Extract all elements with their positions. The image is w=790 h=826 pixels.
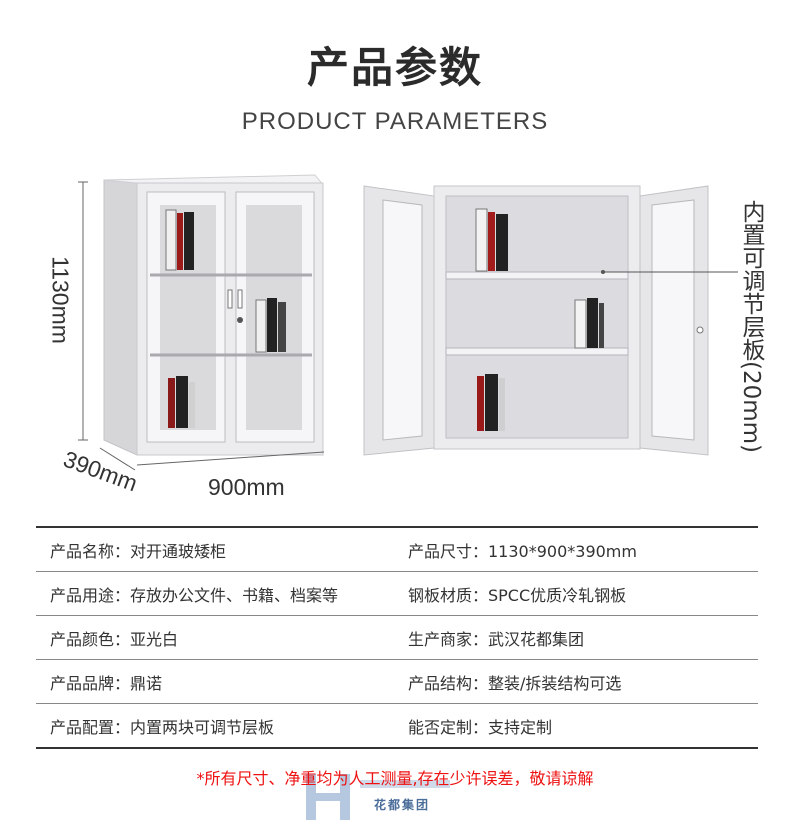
spec-row: 产品配置：内置两块可调节层板 能否定制：支持定制 (36, 704, 758, 747)
brand-logo-watermark (306, 774, 450, 820)
spec-configuration: 产品配置：内置两块可调节层板 (50, 717, 275, 737)
shelf-note-label: 内置可调节层板(20mm) (738, 200, 764, 454)
spec-size: 产品尺寸：1130*900*390mm (408, 541, 637, 561)
cabinet-open-image (363, 185, 709, 456)
spec-table: 产品名称：对开通玻矮柜 产品尺寸：1130*900*390mm 产品用途：存放办… (36, 526, 758, 749)
spec-material: 钢板材质：SPCC优质冷轧钢板 (408, 585, 627, 605)
width-dimension-label: 900mm (208, 474, 285, 500)
spec-name: 产品名称：对开通玻矮柜 (50, 541, 227, 561)
page-subtitle: PRODUCT PARAMETERS (241, 108, 549, 135)
measurement-disclaimer: *所有尺寸、净重均为人工测量,存在少许误差，敬请谅解 (196, 769, 594, 788)
height-dimension-label: 1130mm (47, 256, 74, 344)
spec-row: 产品用途：存放办公文件、书籍、档案等 钢板材质：SPCC优质冷轧钢板 (36, 572, 758, 616)
spec-usage: 产品用途：存放办公文件、书籍、档案等 (50, 585, 339, 605)
spec-row: 产品颜色：亚光白 生产商家：武汉花都集团 (36, 616, 758, 660)
spec-customization: 能否定制：支持定制 (408, 717, 553, 737)
spec-row: 产品名称：对开通玻矮柜 产品尺寸：1130*900*390mm (36, 528, 758, 572)
page-title: 产品参数 (306, 43, 483, 92)
spec-color: 产品颜色：亚光白 (50, 629, 179, 649)
spec-brand: 产品品牌：鼎诺 (50, 673, 163, 693)
spec-structure: 产品结构：整装/拆装结构可选 (408, 673, 622, 693)
brand-logo-text: 花都集团 (374, 798, 431, 812)
cabinet-closed-image (103, 174, 325, 456)
product-illustration (78, 174, 738, 471)
spec-manufacturer: 生产商家：武汉花都集团 (408, 629, 585, 649)
spec-row: 产品品牌：鼎诺 产品结构：整装/拆装结构可选 (36, 660, 758, 704)
